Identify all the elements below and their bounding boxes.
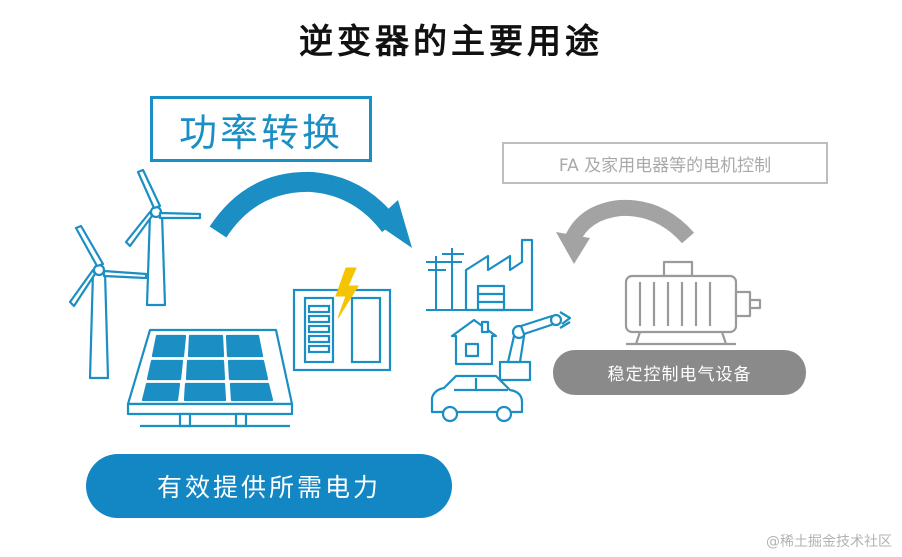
page-title: 逆变器的主要用途 <box>299 22 603 62</box>
watermark: @稀土掘金技术社区 <box>766 534 892 550</box>
solar-panel-icon <box>126 328 294 428</box>
power-conversion-label: 功率转换 <box>150 96 372 162</box>
stable-control-label: 稳定控制电气设备 <box>553 350 806 395</box>
stable-control-text: 稳定控制电气设备 <box>607 365 752 385</box>
fa-motor-control-label: FA 及家用电器等的电机控制 <box>502 142 828 184</box>
house-icon <box>450 318 498 366</box>
car-icon <box>430 374 524 423</box>
power-conversion-text: 功率转换 <box>178 110 343 155</box>
power-supply-label: 有效提供所需电力 <box>86 454 452 518</box>
motor-icon <box>624 260 762 346</box>
power-pole-icon <box>426 248 470 311</box>
robot-arm-icon <box>498 311 572 382</box>
factory-icon <box>464 238 534 312</box>
power-supply-text: 有效提供所需电力 <box>156 473 381 502</box>
blue-arrow-icon <box>209 171 412 248</box>
inverter-icon <box>292 267 392 372</box>
fa-motor-control-text: FA 及家用电器等的电机控制 <box>558 155 772 176</box>
grey-arrow-icon <box>556 199 695 264</box>
wind-turbine-icon <box>68 168 202 380</box>
